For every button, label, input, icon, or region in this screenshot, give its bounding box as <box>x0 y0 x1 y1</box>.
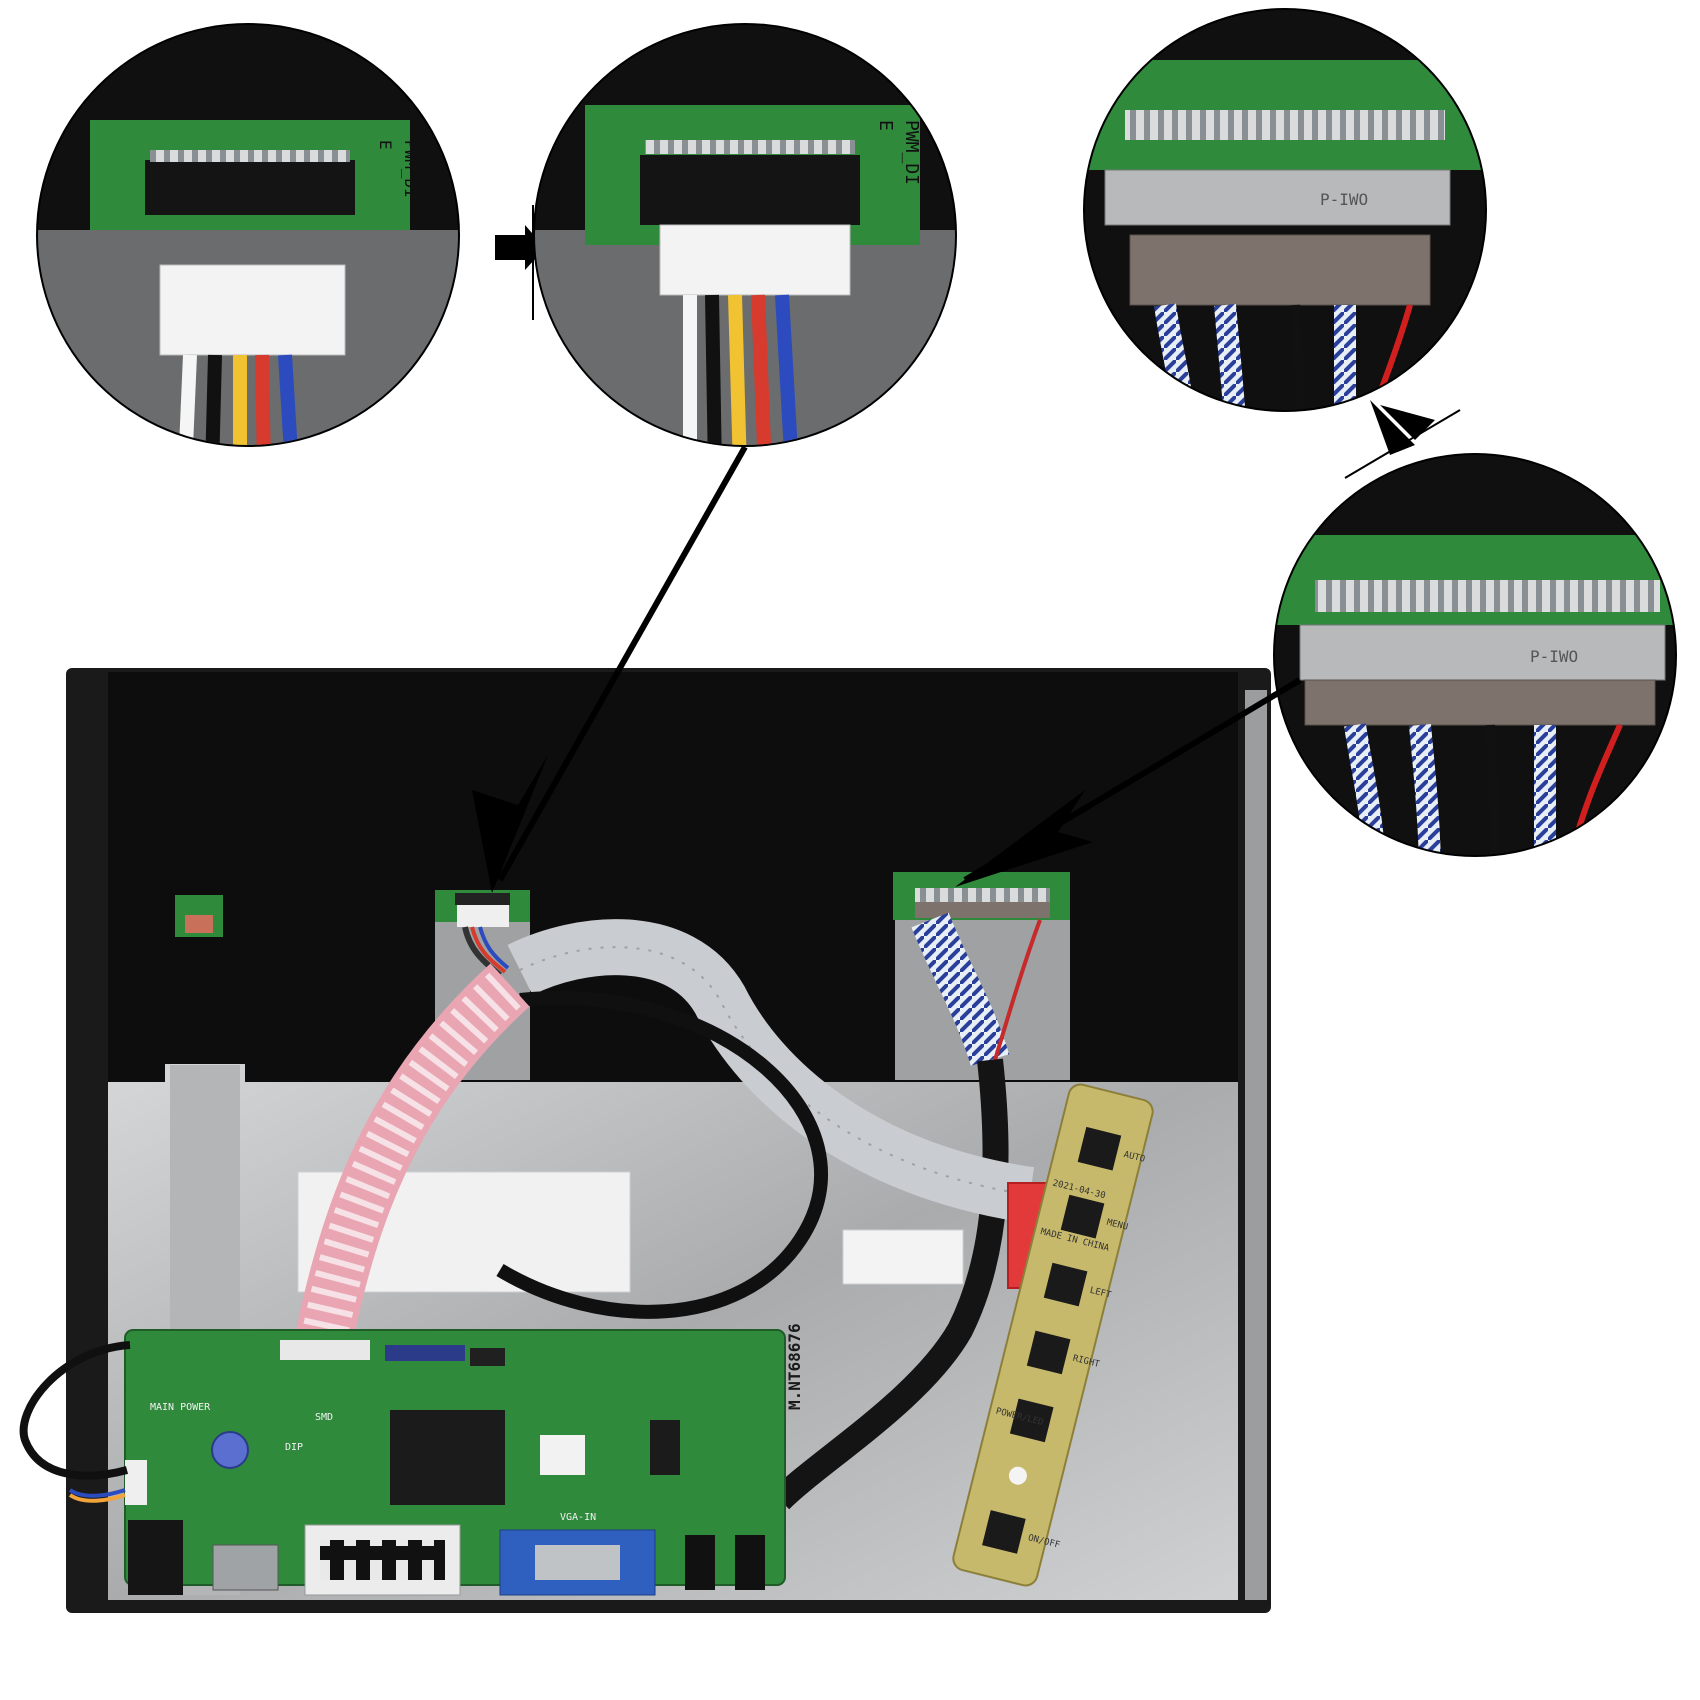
keypad-board: AUTO MENU LEFT RIGHT POWER/LED ON/OFF 20… <box>952 1083 1154 1587</box>
small-sticker <box>842 1229 964 1285</box>
zoom2-pcb-text-e: E <box>875 120 896 131</box>
zoom2-pcb-text-pwm: PWM_DI <box>901 120 922 185</box>
controller-board: M.NT68676 SMD DIP VGA-IN MAIN POWER <box>19 1323 804 1596</box>
panel-side-edge <box>1245 690 1267 1600</box>
board-label-vga-in: VGA-IN <box>560 1512 596 1523</box>
zoom-callout-lvds-before: P-IWO <box>1083 8 1487 412</box>
keypad-header <box>470 1348 505 1366</box>
capacitor <box>211 1431 249 1469</box>
board-label-smd: SMD <box>315 1412 333 1423</box>
zoom2-plug-plugged <box>659 224 851 296</box>
qr-sticker <box>540 1435 585 1475</box>
zoom-socket <box>145 160 355 215</box>
arrow-to-lvds-connector <box>955 677 1302 887</box>
hdmi-port[interactable] <box>212 1544 279 1591</box>
audio-jack-2[interactable] <box>735 1535 765 1590</box>
lvds-socket <box>915 888 1050 902</box>
board-label-main-power: MAIN POWER <box>150 1402 211 1413</box>
keypad-buttons <box>982 1126 1122 1554</box>
small-chip-1 <box>650 1420 680 1475</box>
zoom2-socket <box>640 155 860 225</box>
led-indicator <box>1008 1466 1027 1485</box>
zoom4-connector-text: P-IWO <box>1530 647 1578 666</box>
side-connector <box>125 1460 147 1505</box>
zoom3-plug-unplugged <box>1129 234 1431 306</box>
zoom-callout-lvds-after: P-IWO <box>1273 453 1677 857</box>
arrow-to-backlight-connector <box>472 445 748 893</box>
zoom1-pcb-text-e: E <box>376 140 395 150</box>
zoom3-pins <box>1125 110 1445 140</box>
arrowhead-icon <box>955 790 1093 887</box>
on-off-button[interactable] <box>982 1510 1026 1554</box>
menu-button[interactable] <box>1060 1194 1105 1239</box>
dc-power-jack[interactable] <box>128 1520 183 1595</box>
zoom3-connector-text: P-IWO <box>1320 190 1368 209</box>
power-led-button[interactable] <box>1009 1398 1054 1443</box>
zoom4-pins <box>1315 580 1660 612</box>
zoom4-plug-plugged <box>1304 679 1656 726</box>
auto-button[interactable] <box>1077 1126 1122 1171</box>
board-model-text: M.NT68676 <box>785 1323 804 1410</box>
zoom-callout-backlight-after: E PWM_DI <box>533 23 957 447</box>
left-button[interactable] <box>1043 1262 1088 1307</box>
arrow-down-icon <box>1370 400 1415 455</box>
black-cable-left <box>19 1341 131 1480</box>
black-cable-loop <box>496 991 828 1319</box>
board-label-dip: DIP <box>285 1442 303 1453</box>
lvds-cable-black <box>770 1058 1009 1510</box>
zoom1-pcb-text-pwm: PWM_DI <box>401 140 420 198</box>
lvds-plug <box>915 902 1050 918</box>
backlight-plug <box>457 905 509 927</box>
zoom-callout-backlight-before: E PWM_DI <box>36 23 460 447</box>
arrow-down-2 <box>1344 400 1461 479</box>
lvds-cable-bundle <box>911 912 1010 1066</box>
audio-jack-1[interactable] <box>685 1535 715 1590</box>
lvds-header <box>385 1345 465 1361</box>
arrowhead-icon <box>472 755 548 893</box>
small-connector-left <box>185 915 213 933</box>
arrow-right-icon <box>495 235 525 260</box>
ribbon-header <box>280 1340 370 1360</box>
zoom-plug-unplugged <box>159 264 346 356</box>
zoom4-metal-shell <box>1299 624 1666 681</box>
zoom3-metal-shell <box>1104 169 1451 226</box>
scaler-chip <box>390 1410 505 1505</box>
backlight-socket <box>455 893 510 905</box>
right-button[interactable] <box>1026 1330 1071 1375</box>
